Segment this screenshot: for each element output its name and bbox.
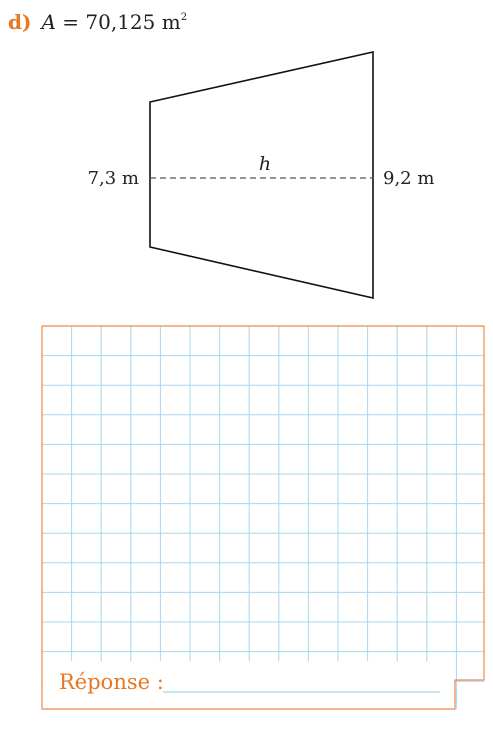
exercise-label: d) (8, 10, 32, 34)
equals-sign: = (55, 10, 86, 34)
grid-workspace (42, 326, 484, 709)
answer-box (43, 661, 455, 709)
unit-exponent: 2 (180, 12, 188, 23)
grid-frame (41, 325, 485, 710)
trapezoid-shape (149, 51, 374, 300)
right-side-label: 9,2 m (383, 168, 434, 189)
left-side-label: 7,3 m (88, 168, 139, 189)
area-variable: A (41, 10, 56, 34)
exercise-statement: d) A = 70,125 m2 (8, 10, 187, 34)
height-label: h (259, 153, 271, 175)
answer-label: Réponse : (59, 670, 164, 694)
area-value: 70,125 m (85, 10, 181, 34)
